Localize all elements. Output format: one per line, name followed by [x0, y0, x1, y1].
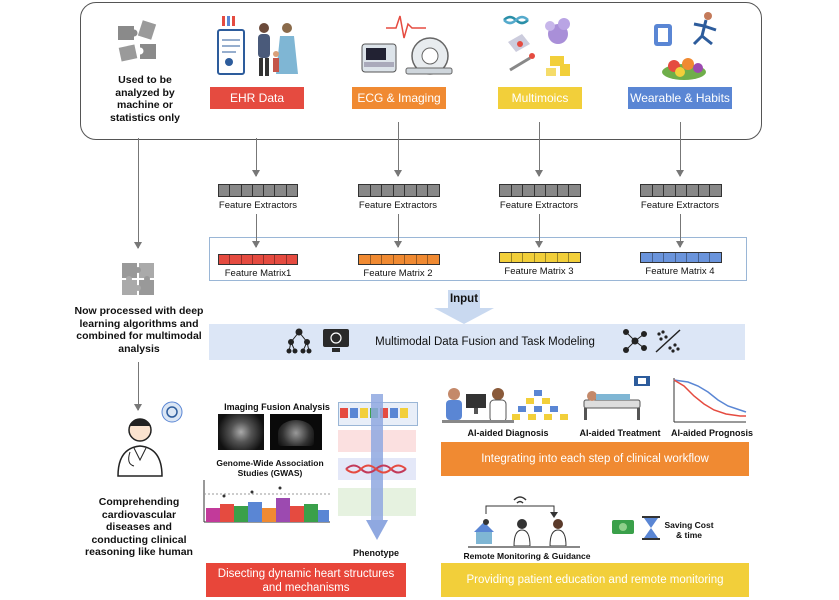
feature-matrix-label: Feature Matrix 2 [363, 268, 433, 279]
puzzle-icon [118, 20, 157, 62]
money-hourglass-icon [612, 516, 660, 540]
mri-image [218, 414, 264, 450]
processed-note: Now processed with deep learning algorit… [74, 305, 204, 355]
arrow-ecg-extractor [394, 122, 402, 177]
doctor-icon [117, 401, 183, 477]
arrow-wearable-extractor [676, 122, 684, 177]
feature-extractor-label: Feature Extractors [499, 200, 579, 211]
arrow-ehr-extractor [252, 138, 260, 177]
saving-label: Saving Cost & time [664, 520, 714, 540]
phenotype-arrow-icon [366, 394, 388, 540]
remote-label: Remote Monitoring & Guidance [463, 551, 591, 561]
treatment-label: AI-aided Treatment [579, 428, 661, 438]
ecg-imaging-icon [361, 15, 453, 75]
workflow-band-label: Integrating into each step of clinical w… [481, 453, 709, 465]
ehr-record-icon [217, 16, 298, 76]
fusion-label: Multimodal Data Fusion and Task Modeling [375, 336, 595, 348]
echo-image [270, 414, 322, 450]
pyramid-blocks-icon [512, 390, 568, 420]
monitor-brain-icon [323, 329, 349, 352]
education-band: Providing patient education and remote m… [441, 563, 749, 597]
arrow-left-down-2 [134, 362, 142, 411]
arrow-extractor-matrix [394, 214, 402, 248]
arrow-extractor-matrix [252, 214, 260, 248]
feature-matrices-panel [209, 237, 747, 281]
dissecting-band-label: Disecting dynamic heart structures and m… [217, 568, 395, 594]
input-arrow-icon [434, 290, 494, 324]
dna-helix-icon [345, 464, 407, 474]
feature-extractor-label: Feature Extractors [218, 200, 298, 211]
feature-extractor-label: Feature Extractors [358, 200, 438, 211]
multiomics-icon [503, 15, 570, 76]
feature-extractor-bar [640, 184, 722, 197]
feature-matrix-4 [640, 252, 722, 263]
comprehending-note: Comprehending cardiovascular diseases an… [85, 496, 193, 558]
arrow-omics-extractor [535, 122, 543, 177]
ehr-data-label: EHR Data [210, 87, 304, 109]
hospital-bed-icon [583, 376, 650, 420]
feature-extractor-bar [218, 184, 298, 197]
puzzle-complete-icon [122, 263, 154, 295]
arrow-left-down-1 [134, 138, 142, 249]
hierarchy-icon [286, 328, 312, 354]
feature-extractor-bar [499, 184, 581, 197]
workflow-band: Integrating into each step of clinical w… [441, 442, 749, 476]
survival-curve-icon [673, 378, 747, 423]
dissecting-band: Disecting dynamic heart structures and m… [206, 563, 406, 597]
imaging-fusion-title: Imaging Fusion Analysis [224, 402, 330, 412]
scatter-clusters-icon [655, 329, 681, 353]
wearable-habits-label: Wearable & Habits [628, 87, 732, 109]
feature-extractor-bar [358, 184, 440, 197]
left-note: Used to be analyzed by machine or statis… [109, 74, 181, 124]
phenotype-label: Phenotype [352, 548, 399, 558]
feature-matrix-1 [218, 254, 298, 265]
remote-monitoring-icon [468, 496, 580, 548]
network-icon [623, 329, 647, 353]
gwas-title: Genome-Wide Association Studies (GWAS) [216, 458, 324, 478]
education-band-label: Providing patient education and remote m… [466, 574, 724, 586]
feature-extractor-label: Feature Extractors [640, 200, 720, 211]
ecg-imaging-label: ECG & Imaging [352, 87, 446, 109]
wearable-habits-icon [654, 12, 717, 80]
feature-matrix-label: Feature Matrix 4 [645, 266, 715, 277]
arrow-extractor-matrix [535, 214, 543, 248]
manhattan-plot [203, 480, 330, 523]
input-label: Input [449, 293, 479, 305]
feature-matrix-label: Feature Matrix 3 [504, 266, 574, 277]
multiomics-label: Multimoics [498, 87, 582, 109]
prognosis-label: AI-aided Prognosis [670, 428, 753, 438]
diagnosis-label: AI-aided Diagnosis [467, 428, 549, 438]
doctor-consult-icon [442, 388, 514, 423]
feature-matrix-3 [499, 252, 581, 263]
feature-matrix-label: Feature Matrix1 [224, 268, 292, 279]
feature-matrix-2 [358, 254, 440, 265]
arrow-extractor-matrix [676, 214, 684, 248]
